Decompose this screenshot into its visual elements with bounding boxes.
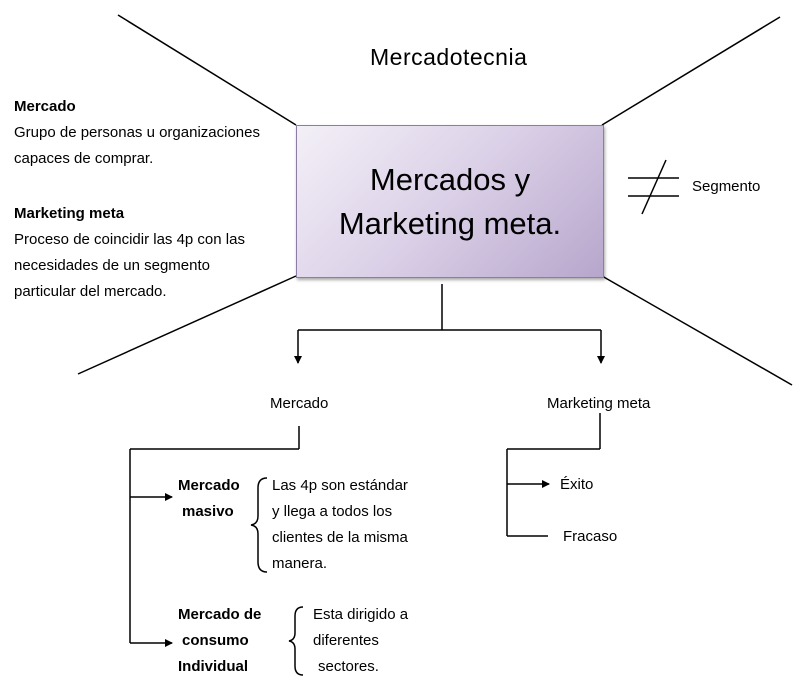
center-box: Mercados y Marketing meta. <box>296 125 604 278</box>
definition-marketing-meta-line: Proceso de coincidir las 4p con las <box>14 231 245 248</box>
mercado-individual-name-line: consumo <box>182 632 249 649</box>
definition-marketing-meta-line: particular del mercado. <box>14 283 167 300</box>
definition-mercado-term: Mercado <box>14 98 76 115</box>
description-line: clientes de la misma <box>272 529 408 546</box>
description-line: y llega a todos los <box>272 503 393 520</box>
branch-marketing-meta-label: Marketing meta <box>547 395 651 412</box>
diagonal-top-right <box>601 16 781 126</box>
outcome-exito: Éxito <box>560 476 594 493</box>
definition-marketing-meta-term: Marketing meta <box>14 205 125 222</box>
center-title: Mercados y Marketing meta. <box>338 161 562 241</box>
mercado-individual-name-line: Individual <box>178 658 249 675</box>
branch-mercado-label: Mercado <box>270 395 329 412</box>
brace-individual <box>288 606 304 676</box>
mercado-individual-name-line: Mercado de <box>178 606 262 623</box>
definition-mercado-line: Grupo de personas u organizaciones <box>14 124 260 141</box>
description-line: diferentes <box>313 632 379 649</box>
description-line: sectores. <box>318 658 379 675</box>
mercado-individual-description: Esta dirigido a diferentes sectores. <box>313 602 408 680</box>
diagonal-bottom-right <box>601 275 793 386</box>
mercado-individual-name: Mercado de consumo Individual <box>178 602 261 680</box>
definition-marketing-meta-line: necesidades de un segmento <box>14 257 210 274</box>
description-line: manera. <box>272 555 328 572</box>
segmento-label: Segmento <box>692 178 761 195</box>
description-line: Esta dirigido a <box>313 606 409 623</box>
definition-marketing-meta: Marketing meta Proceso de coincidir las … <box>14 201 245 305</box>
brace-masivo <box>250 477 268 573</box>
mercado-masivo-name-line: Mercado <box>178 477 240 494</box>
description-line: Las 4p son estándar <box>272 477 408 494</box>
definition-mercado-line: capaces de comprar. <box>14 150 154 167</box>
diagonal-bottom-left <box>77 275 297 375</box>
diagonal-top-left <box>117 14 297 126</box>
mercado-masivo-name: Mercado masivo <box>178 473 240 525</box>
not-equal-slash <box>641 159 667 215</box>
mercado-masivo-description: Las 4p son estándar y llega a todos los … <box>272 473 408 577</box>
definition-mercado: Mercado Grupo de personas u organizacion… <box>14 94 260 172</box>
outcome-fracaso: Fracaso <box>563 528 618 545</box>
mercado-masivo-name-line: masivo <box>182 503 234 520</box>
diagram-title: Mercadotecnia <box>370 44 528 70</box>
